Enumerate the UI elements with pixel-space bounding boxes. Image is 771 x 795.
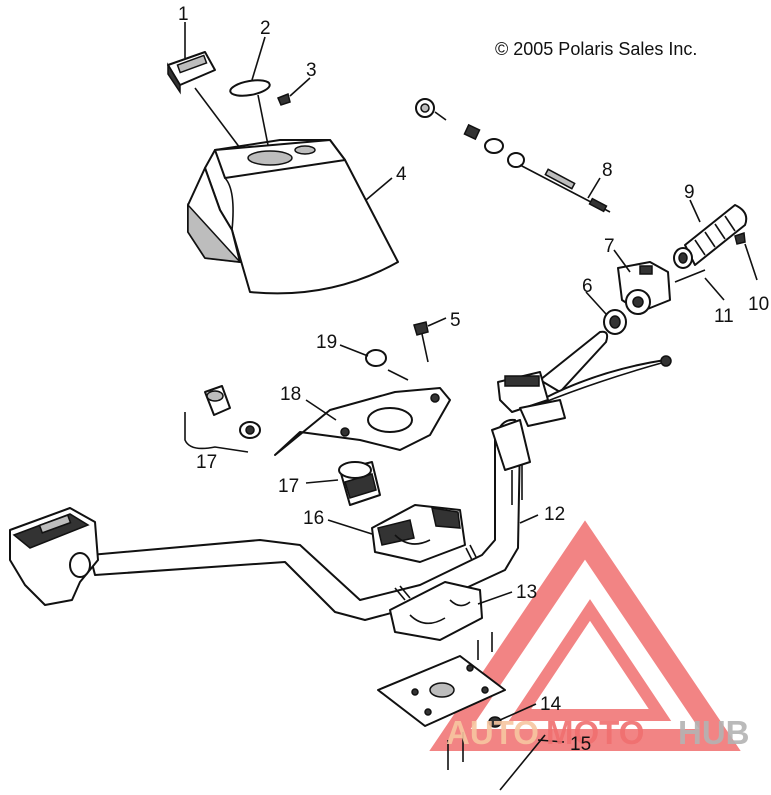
housing-screw (674, 269, 706, 283)
callout-3: 3 (306, 60, 317, 81)
throttle-switch-housing (617, 261, 671, 315)
watermark-hub: HUB (678, 714, 750, 751)
callout-17-upper: 17 (196, 452, 217, 473)
switch-screw (734, 231, 746, 245)
mounting-bracket (274, 387, 451, 456)
callout-19: 19 (316, 332, 337, 353)
left-switch-housing (9, 507, 99, 606)
callout-7: 7 (604, 236, 615, 257)
callout-labels: 1 2 3 4 5 6 7 8 9 10 11 12 13 14 15 16 1… (178, 4, 769, 755)
callout-4: 4 (396, 164, 407, 185)
copyright-notice: © 2005 Polaris Sales Inc. (495, 39, 697, 59)
callout-2: 2 (260, 18, 271, 39)
long-bolt (499, 734, 546, 791)
throttle-cable-assembly (415, 98, 611, 213)
watermark-text: AUTO MOTO HUB (446, 714, 750, 751)
brake-lever-assembly (497, 330, 672, 427)
bracket-washer (365, 349, 387, 367)
callout-11: 11 (714, 306, 734, 327)
pod-gasket (229, 79, 271, 97)
callout-1: 1 (178, 4, 189, 25)
leader-lines (184, 22, 758, 743)
callout-16: 16 (303, 508, 324, 529)
throttle-bushing (603, 309, 627, 335)
callout-5: 5 (450, 310, 461, 331)
ignition-switch-upper (184, 385, 261, 453)
upper-clamp (371, 504, 466, 563)
callout-13: 13 (516, 582, 537, 603)
mounting-plate (377, 632, 506, 770)
nut (488, 716, 502, 728)
lower-clamp (389, 581, 483, 641)
callout-12: 12 (544, 504, 565, 525)
watermark-logo (429, 520, 741, 751)
bracket-bolt (413, 321, 429, 363)
callout-10: 10 (748, 294, 769, 315)
callout-9: 9 (684, 182, 695, 203)
watermark-auto: AUTO (446, 714, 539, 751)
watermark-moto: MOTO (546, 714, 644, 751)
hand-grip (673, 204, 748, 269)
callout-8: 8 (602, 160, 613, 181)
pod-cap (167, 51, 216, 95)
callout-17-lower: 17 (278, 476, 299, 497)
callout-15: 15 (570, 734, 591, 755)
pod-screw (277, 92, 291, 106)
callout-18: 18 (280, 384, 301, 405)
headlight-pod-cover (187, 139, 399, 295)
callout-6: 6 (582, 276, 593, 297)
ignition-switch-lower (338, 461, 381, 506)
callout-14: 14 (540, 694, 562, 715)
